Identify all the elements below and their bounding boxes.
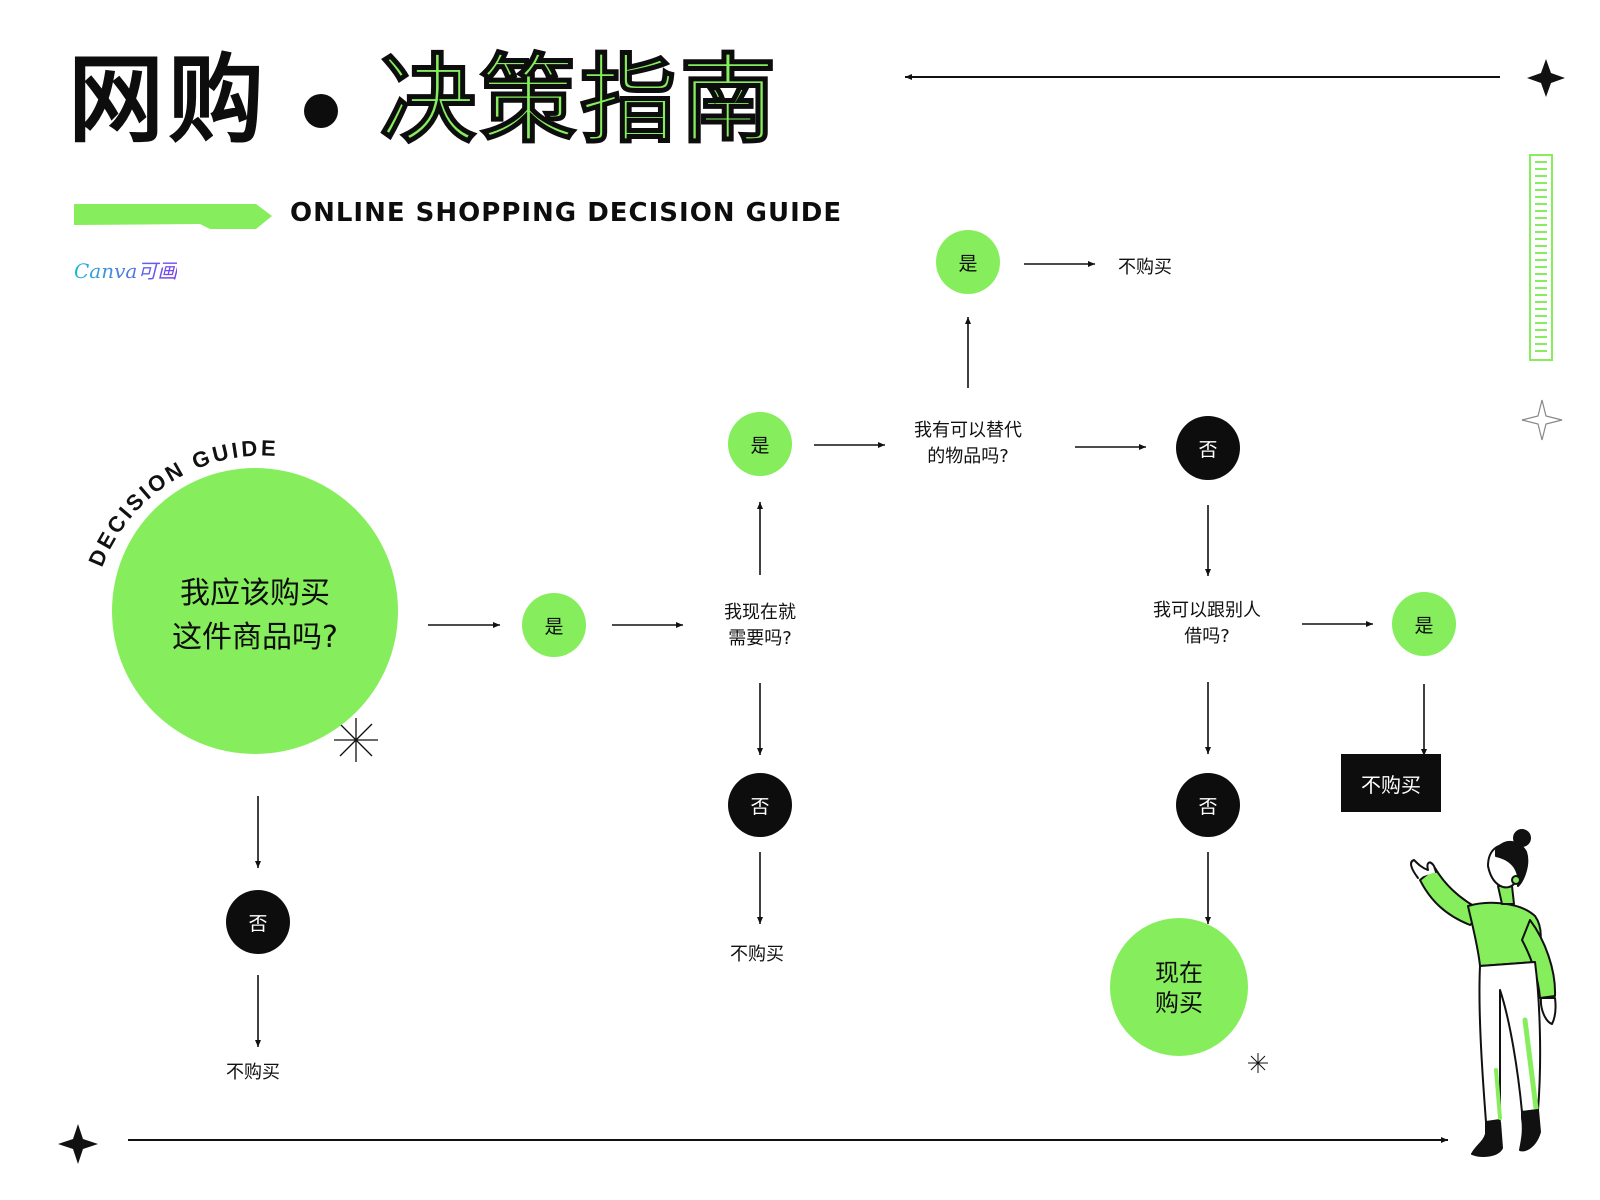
borrow-no-node: 否 [1176,773,1240,837]
need-now-question: 我现在就 需要吗? [724,602,796,649]
substitute-no-node: 否 [1176,416,1240,480]
start-question-circle [112,468,398,754]
buy-now-text: 现在 购买 [1155,959,1203,1017]
substitute-yes-node: 是 [936,230,1000,294]
woman-illustration [1410,829,1557,1157]
sparkle-bottom-left-icon [58,1124,98,1164]
substitute-question: 我有可以替代 的物品吗? [914,420,1022,467]
brand-logo-text: Canva可画 [74,259,178,283]
start-yes-node: 是 [522,593,586,657]
ruler-icon [1529,154,1553,361]
small-starburst-icon [1248,1053,1268,1073]
title-separator-dot [304,94,338,128]
borrow-yes-result-box: 不购买 [1341,754,1441,812]
need-now-no-result: 不购买 [730,944,784,965]
sparkle-outline-right-icon [1521,399,1563,441]
start-question-text: 我应该购买 这件商品吗? [172,576,338,655]
start-no-result: 不购买 [226,1062,280,1083]
title-green-text: 决策指南 [379,44,780,156]
subtitle: ONLINE SHOPPING DECISION GUIDE [290,198,843,228]
start-no-node: 否 [226,890,290,954]
borrow-question: 我可以跟别人 借吗? [1153,600,1261,647]
brand-logo: Canva可画 [74,255,177,284]
need-now-no-node: 否 [728,773,792,837]
starburst-icon [334,718,378,762]
borrow-yes-node: 是 [1392,592,1456,656]
title-black-text: 网购 [68,44,268,156]
substitute-yes-result: 不购买 [1118,257,1172,278]
buy-now-circle [1110,918,1248,1056]
header-green-bar [74,204,272,229]
need-now-yes-node: 是 [728,412,792,476]
sparkle-top-right-icon [1527,59,1565,97]
